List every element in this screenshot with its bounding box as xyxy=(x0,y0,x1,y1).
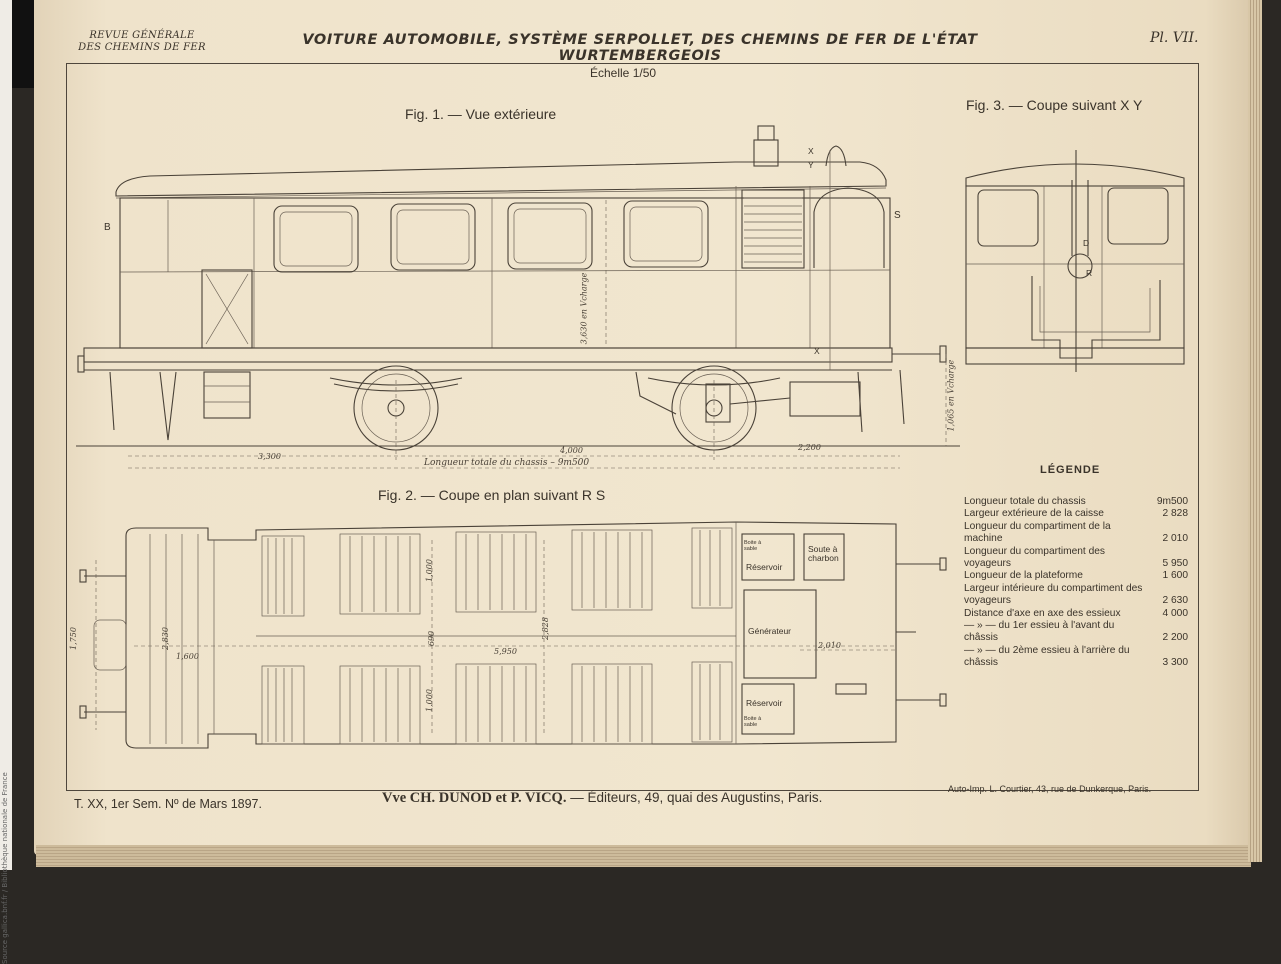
label-x-top: X xyxy=(808,146,814,156)
legend-value: 2 828 xyxy=(1162,508,1189,520)
legend-label: — » — du 1er essieu à l'avant du châssis xyxy=(964,620,1115,644)
label-s: S xyxy=(894,210,901,221)
legend-label: Largeur intérieure du compartiment des v… xyxy=(964,582,1143,607)
dim-2200: 2,200 xyxy=(798,443,821,452)
publisher-address: — Éditeurs, 49, quai des Augustins, Pari… xyxy=(566,790,823,805)
label-b: B xyxy=(104,222,111,233)
legend-value: 5 950 xyxy=(1162,558,1189,570)
fig1-elevation xyxy=(76,125,960,469)
legend-label: Distance d'axe en axe des essieux xyxy=(964,607,1121,619)
label-d: D xyxy=(1083,238,1090,248)
legend-label: Largeur extérieure de la caisse xyxy=(964,508,1104,520)
legend-row: Longueur du compartiment de la machine 2 … xyxy=(964,521,1188,546)
plate-number: Pl. VII. xyxy=(1150,30,1199,46)
label-soute: Soute à charbon xyxy=(808,544,839,563)
label-reservoir-bottom: Réservoir xyxy=(746,698,783,708)
fig2-plan xyxy=(79,521,947,749)
fig3-caption: Fig. 3. — Coupe suivant X Y xyxy=(966,97,1143,113)
label-reservoir-top: Réservoir xyxy=(746,562,783,572)
legend-row: Distance d'axe en axe des essieux 4 000 xyxy=(964,608,1188,620)
journal-line-2: DES CHEMINS DE FER xyxy=(78,42,206,53)
legend-value: 1 600 xyxy=(1162,570,1189,582)
dim-total-length: Longueur totale du chassis – 9m500 xyxy=(424,458,590,468)
dim-plan-1000a: 1,000 xyxy=(424,559,434,582)
scanner-margin xyxy=(0,0,12,870)
fig2-caption: Fig. 2. — Coupe en plan suivant R S xyxy=(378,487,606,503)
dim-plan-1750: 1,750 xyxy=(68,627,78,650)
publisher-name: Vve CH. DUNOD et P. VICQ. xyxy=(382,790,567,806)
dim-plan-5950: 5,950 xyxy=(494,647,517,656)
legend-row: — » — du 2ème essieu à l'arrière du châs… xyxy=(964,645,1188,670)
plate-frame xyxy=(66,63,1199,791)
label-y-top: Y xyxy=(808,160,814,170)
label-r: R xyxy=(1086,268,1093,278)
dim-plan-690: 690 xyxy=(427,630,437,647)
dim-4000: 4,000 xyxy=(560,446,583,455)
legend-value: 2 010 xyxy=(1162,533,1189,545)
printer-line: Auto-Imp. L. Courtier, 43, rue de Dunker… xyxy=(948,784,1152,794)
dim-3300: 3,300 xyxy=(258,452,281,461)
page-edges-right xyxy=(1248,0,1262,862)
dim-plan-2828: 2,828 xyxy=(540,617,550,640)
journal-name: REVUE GÉNÉRALE DES CHEMINS DE FER xyxy=(72,30,212,54)
scan-shadow xyxy=(12,0,36,88)
label-x-bottom: X xyxy=(814,346,820,356)
legend-value: 2 200 xyxy=(1162,632,1189,644)
dim-height-right: 1,065 en Vcharge xyxy=(946,359,956,432)
dim-plan-2830: 2,830 xyxy=(160,627,170,650)
journal-line-1: REVUE GÉNÉRALE xyxy=(89,30,195,41)
technical-drawing xyxy=(76,125,1185,749)
legend-row: Longueur du compartiment des voyageurs 5 … xyxy=(964,546,1188,571)
legend-row: Largeur extérieure de la caisse 2 828 xyxy=(964,508,1188,520)
dim-height-car: 3,630 en Vcharge xyxy=(579,272,589,345)
label-generateur: Générateur xyxy=(748,626,791,636)
publisher-line: Vve CH. DUNOD et P. VICQ. — Éditeurs, 49… xyxy=(382,790,822,807)
legend-value: 2 630 xyxy=(1162,595,1189,607)
legend-row: Largeur intérieure du compartiment des v… xyxy=(964,583,1188,608)
fig1-caption: Fig. 1. — Vue extérieure xyxy=(405,106,557,122)
legend-label: Longueur totale du chassis xyxy=(964,496,1086,507)
legend-row: — » — du 1er essieu à l'avant du châssis… xyxy=(964,620,1188,645)
label-boite-bottom: Boite à sable xyxy=(744,716,762,728)
legend-value: 4 000 xyxy=(1162,607,1189,619)
label-boite-top: Boite à sable xyxy=(744,540,762,552)
legend-label: Longueur de la plateforme xyxy=(964,570,1083,582)
book-page xyxy=(34,0,1254,855)
legend-table: Longueur totale du chassis 9m500 Largeur … xyxy=(964,496,1188,670)
dim-plan-1000b: 1,000 xyxy=(424,689,434,712)
legend-label: Longueur du compartiment de la machine xyxy=(964,520,1111,545)
legend-label: — » — du 2ème essieu à l'arrière du châs… xyxy=(964,644,1130,669)
legend-value: 9m500 xyxy=(1156,496,1188,507)
issue-info: T. XX, 1er Sem. Nº de Mars 1897. xyxy=(74,797,262,811)
legend-title: LÉGENDE xyxy=(1040,464,1101,476)
legend-row: Longueur totale du chassis 9m500 xyxy=(964,496,1188,508)
legend-row: Longueur de la plateforme 1 600 xyxy=(964,570,1188,582)
fig3-section xyxy=(965,150,1185,372)
legend-value: 3 300 xyxy=(1162,657,1189,669)
page-edges-bottom xyxy=(36,845,1251,867)
plate-title: VOITURE AUTOMOBILE, SYSTÈME SERPOLLET, D… xyxy=(302,32,978,64)
scale-label: Échelle 1/50 xyxy=(590,66,657,80)
dim-plan-1600: 1,600 xyxy=(176,652,199,661)
dim-plan-2010: 2,010 xyxy=(818,641,841,650)
legend-label: Longueur du compartiment des voyageurs xyxy=(964,545,1106,570)
